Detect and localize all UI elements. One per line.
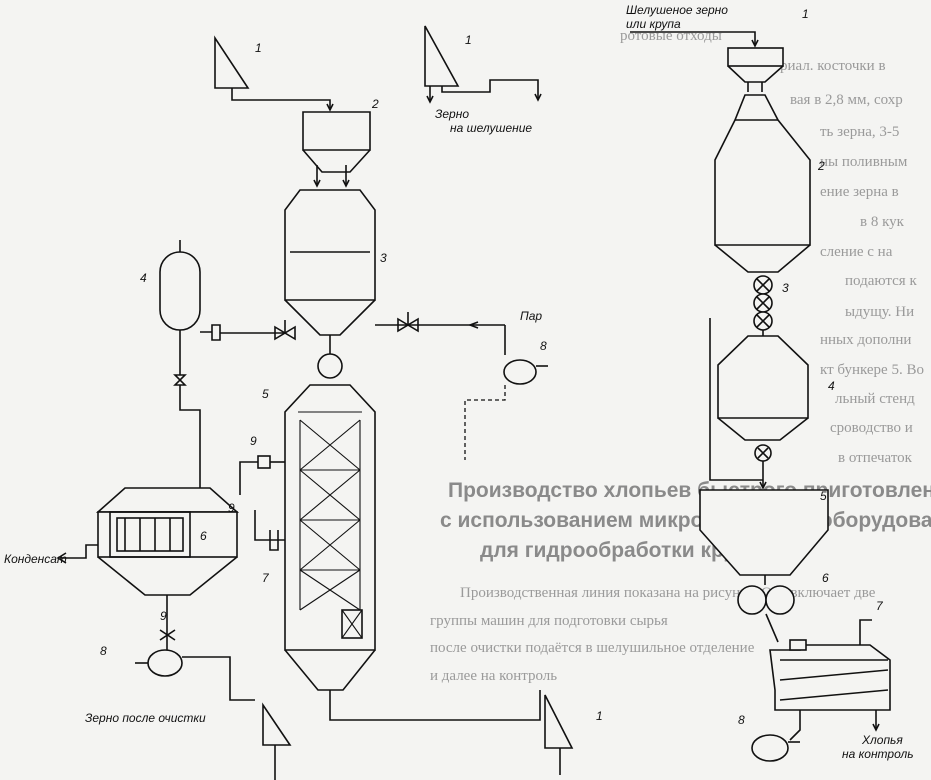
fan-8-icon: [751, 734, 800, 762]
tank-4-icon: [159, 240, 221, 495]
bg-line: ть зерна, 3-5: [820, 124, 899, 140]
bg-line: кт бункере 5. Во: [820, 362, 924, 378]
heat-exchanger-6-icon: [56, 487, 240, 650]
num-1: 1: [596, 709, 603, 723]
steam-line: [220, 312, 506, 355]
flaking-rollers-6-icon: [737, 585, 795, 643]
bg-line: сроводство и: [830, 420, 913, 436]
bg-line: группы машин для подготовки сырья: [430, 613, 668, 629]
label-steam: Пар: [520, 309, 542, 323]
num-9: 9: [228, 501, 235, 515]
pipe-9-icon: [239, 455, 285, 551]
num-9: 9: [250, 434, 257, 448]
label-condensate: Конденсат: [4, 552, 67, 566]
num-2: 2: [817, 159, 825, 173]
dryer-column-5-icon: [284, 384, 376, 710]
num-2: 2: [371, 97, 379, 111]
num-3: 3: [380, 251, 387, 265]
bg-line: и далее на контроль: [430, 668, 557, 684]
background-text: ротовые отходы риал. косточки в вая в 2,…: [430, 28, 931, 684]
screw-feeder-3-icon: [753, 275, 773, 331]
bg-line: подаются к: [845, 273, 917, 289]
num-3: 3: [782, 281, 789, 295]
bg-line: сление с на: [820, 244, 893, 260]
section-heading-line: для гидрообработки крупы: [480, 539, 766, 562]
bg-line: вая в 2,8 мм, сохр: [790, 92, 903, 108]
num-8: 8: [540, 339, 547, 353]
dryer-7-icon: [769, 619, 891, 741]
right-process-diagram: [630, 31, 891, 762]
bg-line: после очистки подаётся в шелушильное отд…: [430, 640, 755, 656]
bg-line: ение зерна в: [820, 184, 899, 200]
num-8: 8: [100, 644, 107, 658]
bg-line: риал. косточки в: [780, 58, 886, 74]
label-grain-to-hulling-2: на шелушение: [450, 121, 532, 135]
num-8: 8: [738, 713, 745, 727]
right-labels: Шелушеное зерно или крупа Хлопья на конт…: [626, 3, 914, 761]
num-1: 1: [255, 41, 262, 55]
pump-8-left-icon: [135, 649, 255, 701]
num-6: 6: [822, 571, 829, 585]
section-heading-line: Производство хлопьев быстрого приготовле…: [448, 479, 931, 502]
num-4: 4: [828, 379, 835, 393]
label-grain-to-hulling-1: Зерно: [435, 107, 469, 121]
hopper-5-icon: [699, 489, 829, 585]
bg-line: ыдущу. Ни: [845, 304, 914, 320]
section-heading-line: с использованием микроволнового оборудов…: [440, 509, 931, 532]
feeder-1a-icon: [214, 35, 334, 112]
bg-line: нных дополни: [820, 332, 911, 348]
label-input-2: или крупа: [626, 17, 681, 31]
num-4: 4: [140, 271, 147, 285]
num-1: 1: [465, 33, 472, 47]
feeder-1c-icon: [262, 702, 292, 780]
label-grain-after-cleaning: Зерно после очистки: [85, 711, 206, 725]
steamer-3-icon: [284, 189, 376, 379]
num-1: 1: [802, 7, 809, 21]
num-9: 9: [160, 609, 167, 623]
num-6: 6: [200, 529, 207, 543]
label-input-1: Шелушеное зерно: [626, 3, 728, 17]
bg-line: льный стенд: [835, 391, 915, 407]
num-7: 7: [262, 571, 270, 585]
bg-line: в отпечаток: [838, 450, 913, 466]
pump-8-icon: [464, 359, 548, 460]
label-output-2: на контроль: [842, 747, 914, 761]
left-process-diagram: [56, 25, 574, 780]
bg-line: ны поливным: [820, 154, 908, 170]
num-5: 5: [820, 489, 827, 503]
bg-line: Производственная линия показана на рисун…: [460, 585, 876, 601]
bin-1-icon: [727, 47, 784, 92]
bin-2-icon: [302, 111, 371, 188]
vessel-4-icon: [717, 330, 809, 462]
num-7: 7: [876, 599, 884, 613]
vessel-2-icon: [714, 94, 811, 273]
num-5: 5: [262, 387, 269, 401]
left-labels: Зерно на шелушение Пар Конденсат Зерно п…: [4, 33, 603, 725]
feeder-1b-icon: [424, 25, 542, 104]
feeder-1d-icon: [329, 690, 574, 775]
bg-line: в 8 кук: [860, 214, 905, 230]
label-output-1: Хлопья: [861, 733, 903, 747]
